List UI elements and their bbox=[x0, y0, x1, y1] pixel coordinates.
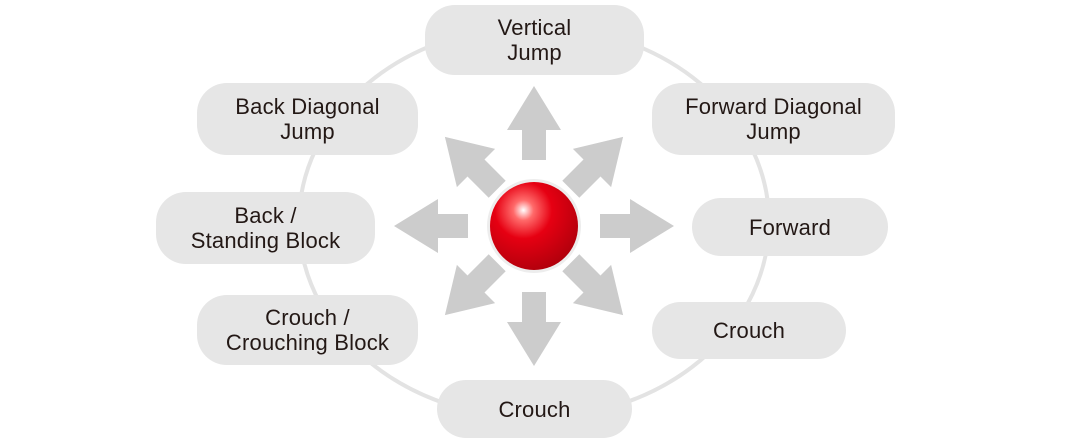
label-vertical-jump-text: Vertical Jump bbox=[497, 15, 572, 65]
arrow-back-icon bbox=[394, 199, 468, 253]
arrow-up-icon bbox=[507, 86, 561, 160]
label-crouching-block-text: Crouch / Crouching Block bbox=[225, 305, 390, 355]
label-crouch-down-text: Crouch bbox=[498, 396, 571, 422]
label-forward-diagonal-jump-text: Forward Diagonal Jump bbox=[685, 94, 862, 144]
arrow-down-back-icon bbox=[444, 254, 506, 316]
label-crouch-down: Crouch bbox=[437, 380, 632, 438]
label-back-diagonal-jump: Back Diagonal Jump bbox=[197, 83, 418, 155]
label-back-standing-block: Back / Standing Block bbox=[156, 192, 375, 264]
arrow-up-forward-icon bbox=[562, 136, 624, 198]
label-crouch-forward-text: Crouch bbox=[712, 318, 786, 343]
arrow-down-forward-icon bbox=[562, 254, 624, 316]
joystick-ball bbox=[490, 182, 578, 270]
label-forward: Forward bbox=[692, 198, 888, 256]
label-crouch-forward: Crouch bbox=[652, 302, 846, 359]
direction-arrows bbox=[394, 86, 674, 366]
arrow-down-icon bbox=[507, 292, 561, 366]
label-forward-text: Forward bbox=[748, 214, 832, 240]
label-crouching-block: Crouch / Crouching Block bbox=[197, 295, 418, 365]
arrow-forward-icon bbox=[600, 199, 674, 253]
label-back-standing-block-text: Back / Standing Block bbox=[190, 203, 341, 253]
label-back-diagonal-jump-text: Back Diagonal Jump bbox=[235, 94, 380, 144]
arrow-up-back-icon bbox=[444, 136, 506, 198]
label-vertical-jump: Vertical Jump bbox=[425, 5, 644, 75]
label-forward-diagonal-jump: Forward Diagonal Jump bbox=[652, 83, 895, 155]
